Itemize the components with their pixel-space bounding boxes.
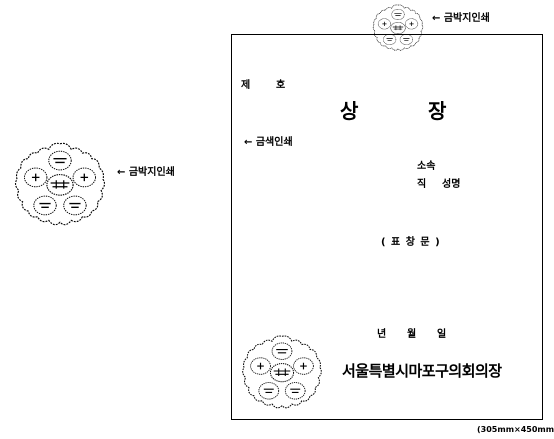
date-day: 일 [437, 329, 447, 340]
council-emblem-icon [240, 333, 324, 409]
citation-placeholder: ( 표 창 문 ) [381, 237, 441, 248]
date-month: 월 [407, 329, 417, 340]
number-suffix: 호 [276, 80, 286, 91]
position-field: 직 [417, 179, 427, 190]
affiliation-field: 소속 [417, 161, 436, 172]
number-prefix: 제 [241, 80, 251, 91]
name-field: 성명 [442, 179, 461, 190]
issuer-signature: 서울특별시마포구의회의장 [342, 362, 502, 380]
title-right-char: 장 [428, 99, 447, 123]
top-seal-annotation: ← 금박지인쇄 [432, 13, 490, 24]
council-emblem-icon [12, 140, 108, 226]
inner-mark-annotation: ← 금색인쇄 [244, 137, 293, 148]
certificate-frame [231, 34, 543, 420]
dimensions-note: (305mm×450mm) [477, 425, 554, 434]
title-left-char: 상 [340, 99, 359, 123]
date-year: 년 [377, 329, 387, 340]
left-seal-annotation: ← 금박지인쇄 [117, 167, 175, 178]
